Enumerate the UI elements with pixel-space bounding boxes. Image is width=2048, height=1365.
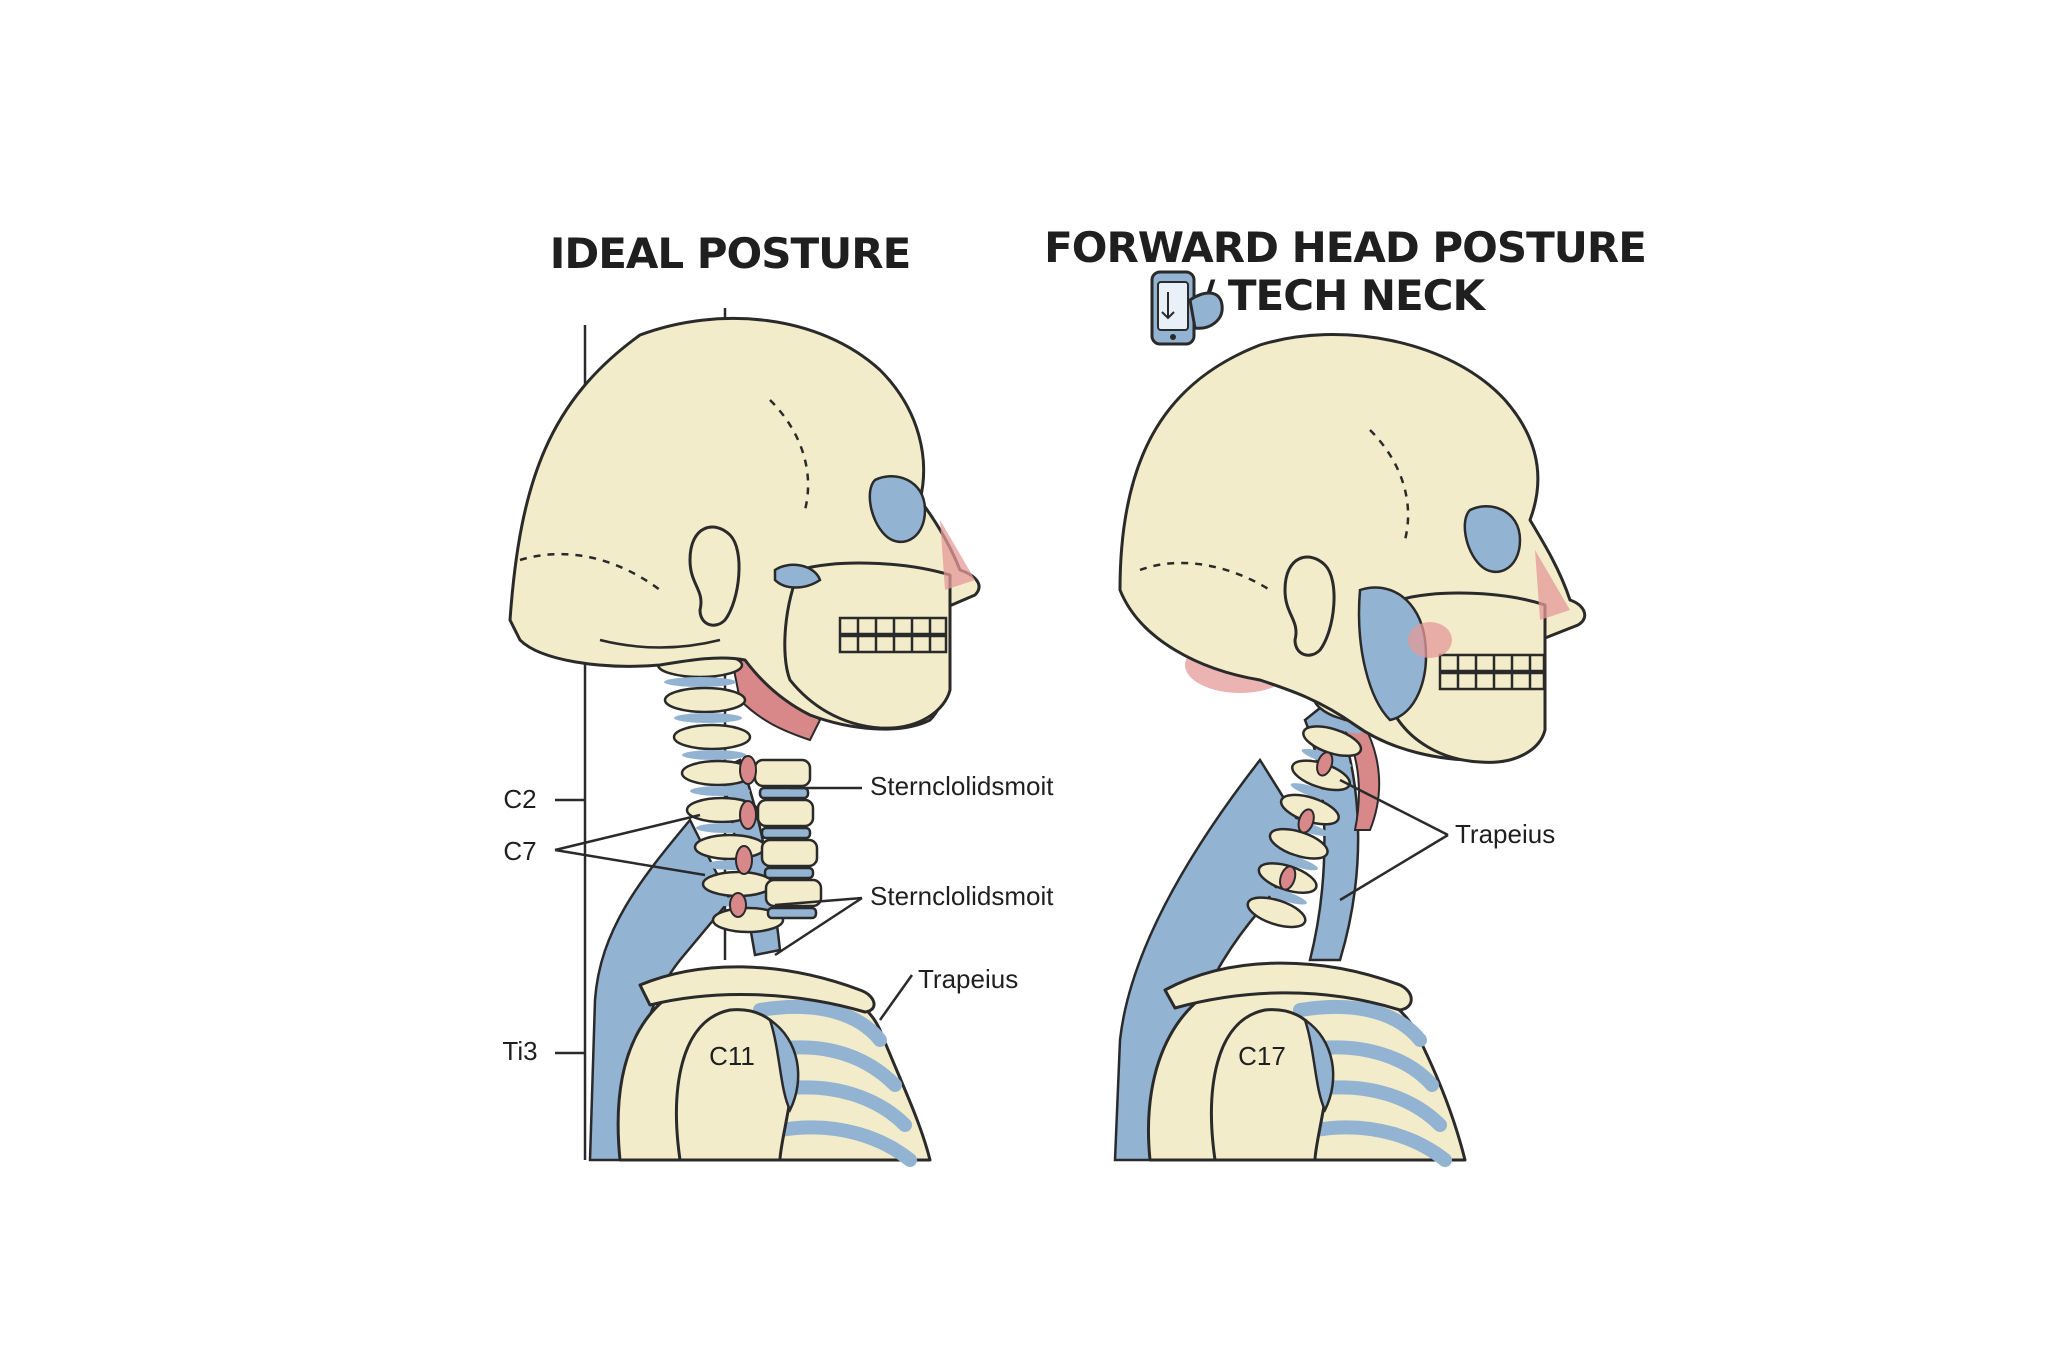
ideal-t13-label: Ti3 — [502, 1036, 537, 1066]
ideal-eye-socket — [868, 475, 927, 544]
forward-trapezius-leader-a — [1339, 778, 1449, 837]
forward-posture-title-line2: / TECH NECK — [1200, 271, 1487, 320]
forward-c17-label: C17 — [1238, 1041, 1286, 1071]
ideal-cheekbone — [773, 563, 822, 589]
forward-jaw-strain — [1408, 622, 1452, 658]
ideal-deltoid-shadow — [767, 1016, 800, 1113]
ideal-teeth — [838, 616, 948, 654]
forward-ear — [1283, 555, 1336, 657]
forward-nose — [1535, 550, 1570, 620]
c7-leader-upper — [554, 813, 701, 852]
forward-suture-top — [1369, 429, 1410, 541]
ideal-suture-top — [769, 399, 810, 511]
forward-clavicle — [1163, 961, 1413, 1012]
forward-masseter — [1357, 586, 1428, 722]
scm-lower-leader-b — [774, 896, 863, 957]
ideal-clavicle — [638, 965, 876, 1014]
ideal-posture-panel: IDEAL POSTURE C11 — [502, 229, 1054, 1167]
ideal-trapezius-label: Trapeius — [918, 964, 1018, 994]
forward-eye-socket — [1463, 505, 1522, 574]
ideal-suture-back — [519, 552, 661, 592]
forward-posture-title-line1: FORWARD HEAD POSTURE — [1044, 223, 1646, 272]
ideal-nose — [940, 520, 975, 590]
phone-hand-icon — [1150, 270, 1224, 346]
ideal-posture-title: IDEAL POSTURE — [550, 229, 911, 278]
ideal-c7-label: C7 — [503, 836, 536, 866]
scm-lower-leader-a — [774, 896, 863, 907]
ideal-skull-base — [599, 638, 721, 649]
ideal-humerus — [675, 1008, 794, 1162]
forward-humerus — [1210, 1008, 1329, 1162]
ideal-scm-upper-label: Sternclolidsmoit — [870, 771, 1054, 801]
forward-posture-panel: FORWARD HEAD POSTURE / TECH NECK C17 — [1044, 223, 1647, 1167]
c7-leader-lower — [554, 848, 706, 877]
ideal-c11-label: C11 — [709, 1041, 755, 1071]
forward-teeth — [1438, 653, 1546, 691]
forward-trapezius-leader-b — [1339, 833, 1449, 902]
forward-trapezius-label: Trapeius — [1455, 819, 1555, 849]
ideal-ear — [688, 525, 741, 627]
trapezius-leader — [878, 974, 914, 1021]
ideal-c2-label: C2 — [503, 784, 536, 814]
forward-deltoid-shadow — [1302, 1016, 1335, 1113]
forward-suture-back — [1139, 561, 1271, 592]
ideal-scm-lower-label: Sternclolidsmoit — [870, 881, 1054, 911]
